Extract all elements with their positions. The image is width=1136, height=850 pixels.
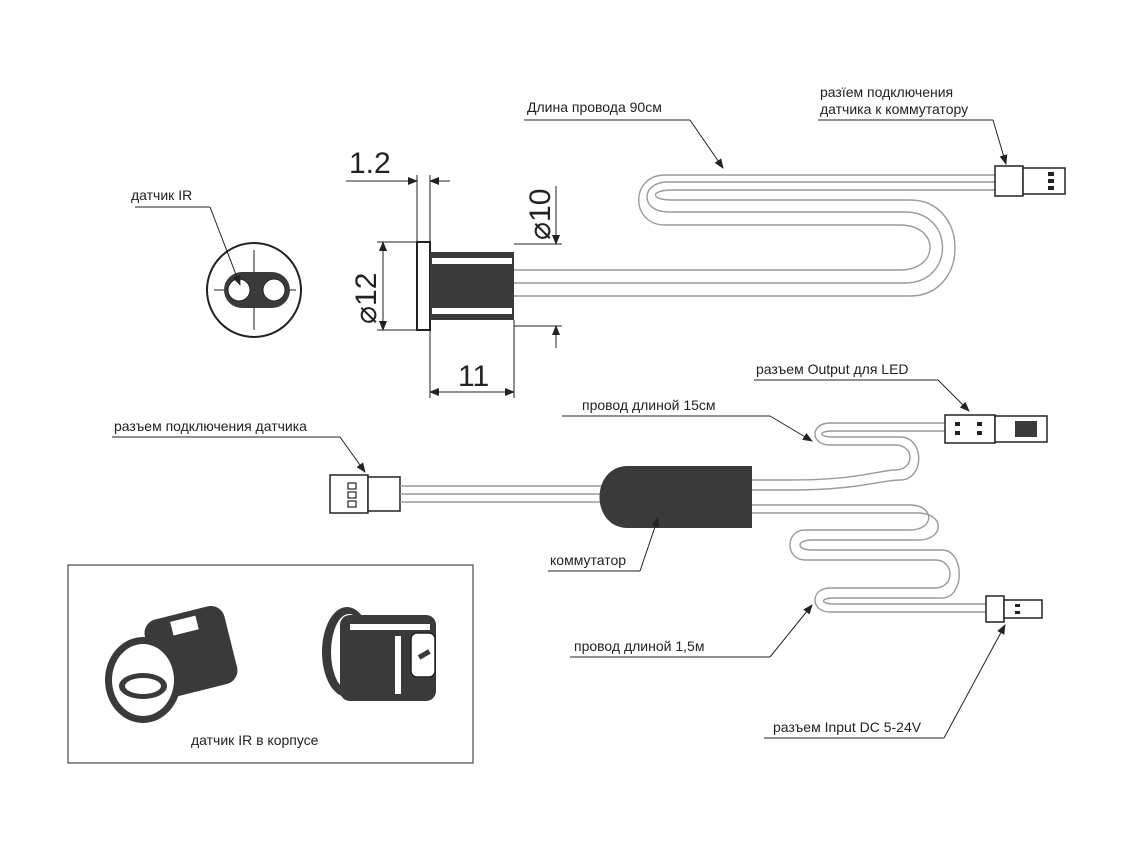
sensor-wire-connector-pin-1 <box>1048 172 1054 176</box>
sensor-face-view: датчик IR <box>131 187 302 338</box>
sensor-input-connector-pin-3 <box>347 500 357 508</box>
sensor-connector-leader-arrow <box>339 436 366 473</box>
short-wire-label: провод длиной 15см <box>582 397 716 413</box>
wire-length-label: Длина провода 90см <box>527 99 662 115</box>
long-wire-leader-arrow <box>769 604 813 658</box>
output-connector-body <box>944 414 996 444</box>
connector-leader-arrow <box>992 119 1008 165</box>
sensor-side-view: 1.2 ⌀12 ⌀10 11 <box>346 147 562 398</box>
connector-label-line1: разїем подключения <box>820 84 953 100</box>
housing-box: датчик IR в корпусе <box>67 564 474 764</box>
sensor-connector-label: разъем подключения датчика <box>114 418 307 434</box>
sensor-wire-strand-3 <box>514 189 995 297</box>
housing-sensor-back <box>322 607 436 701</box>
sensor-wire-connector-plug <box>1022 167 1066 195</box>
output-connector-pin-2 <box>955 431 960 435</box>
housing-front-body-notch <box>170 615 199 636</box>
output-connector-leader-arrow <box>937 379 970 412</box>
wire-length-leader-arrow <box>689 119 724 169</box>
sensor-wire-strand-1 <box>514 174 995 271</box>
dim-thickness-value: 1.2 <box>349 147 391 180</box>
connector-label-line2: датчика к коммутатору <box>820 101 968 117</box>
input-connector-pin-1 <box>1015 604 1020 607</box>
output-connector-pin-4 <box>977 431 982 435</box>
housing-back-slot-2 <box>395 636 401 694</box>
sensor-face-label: датчик IR <box>131 187 192 203</box>
input-connector-body <box>985 595 1005 623</box>
dim-body-value: ⌀10 <box>524 189 557 240</box>
sensor-lens-right <box>262 278 286 302</box>
housing-back-cap-slot <box>417 649 431 660</box>
sensor-input-connector-sleeve <box>367 476 401 512</box>
housing-box-caption: датчик IR в корпусе <box>191 732 319 748</box>
output-wire-strand-2 <box>752 430 945 491</box>
sensor-body-slot-top <box>432 258 512 264</box>
input-connector-pin-2 <box>1015 611 1020 614</box>
sensor-face-leader-arrow <box>209 206 241 286</box>
sensor-input-connector-pin-1 <box>347 482 357 490</box>
output-connector-pin-3 <box>977 422 982 426</box>
sensor-body-slot-bottom <box>432 308 512 314</box>
housing-sensor-front <box>105 605 238 723</box>
sensor-wire-strand-2 <box>514 181 995 284</box>
sensor-wire-connector-pin-3 <box>1048 186 1054 190</box>
dim-length-value: 11 <box>458 360 489 393</box>
switch-leader-arrow <box>639 517 659 572</box>
sensor-wire-connector-body <box>994 165 1024 197</box>
output-connector-label: разъем Output для LED <box>756 361 909 377</box>
long-wire-label: провод длиной 1,5м <box>574 638 704 654</box>
housing-front-lens-inner <box>125 678 161 694</box>
sensor-flange <box>416 241 431 331</box>
input-wire-strand-2 <box>752 512 986 605</box>
dim-flange-value: ⌀12 <box>350 273 383 324</box>
output-connector-grip <box>1015 421 1037 437</box>
switch-body <box>599 466 752 528</box>
input-connector-plug <box>1003 599 1043 619</box>
switch-assembly: разъем подключения датчика коммутатор пр… <box>112 361 1048 739</box>
input-wire-strand-1 <box>752 504 986 613</box>
short-wire-leader-arrow <box>769 415 813 442</box>
input-connector-label: разъем Input DC 5-24V <box>773 719 922 735</box>
sensor-body-center <box>432 268 512 304</box>
input-connector-leader-arrow <box>943 624 1006 739</box>
output-wire-strand-1 <box>752 422 945 481</box>
housing-back-slot-1 <box>350 624 430 630</box>
sensor-input-connector-pin-2 <box>347 491 357 499</box>
output-connector-pin-1 <box>955 422 960 426</box>
sensor-wire: Длина провода 90см разїем подключения да… <box>514 84 1066 297</box>
switch-label: коммутатор <box>550 552 626 568</box>
sensor-wire-connector-pin-2 <box>1048 179 1054 183</box>
